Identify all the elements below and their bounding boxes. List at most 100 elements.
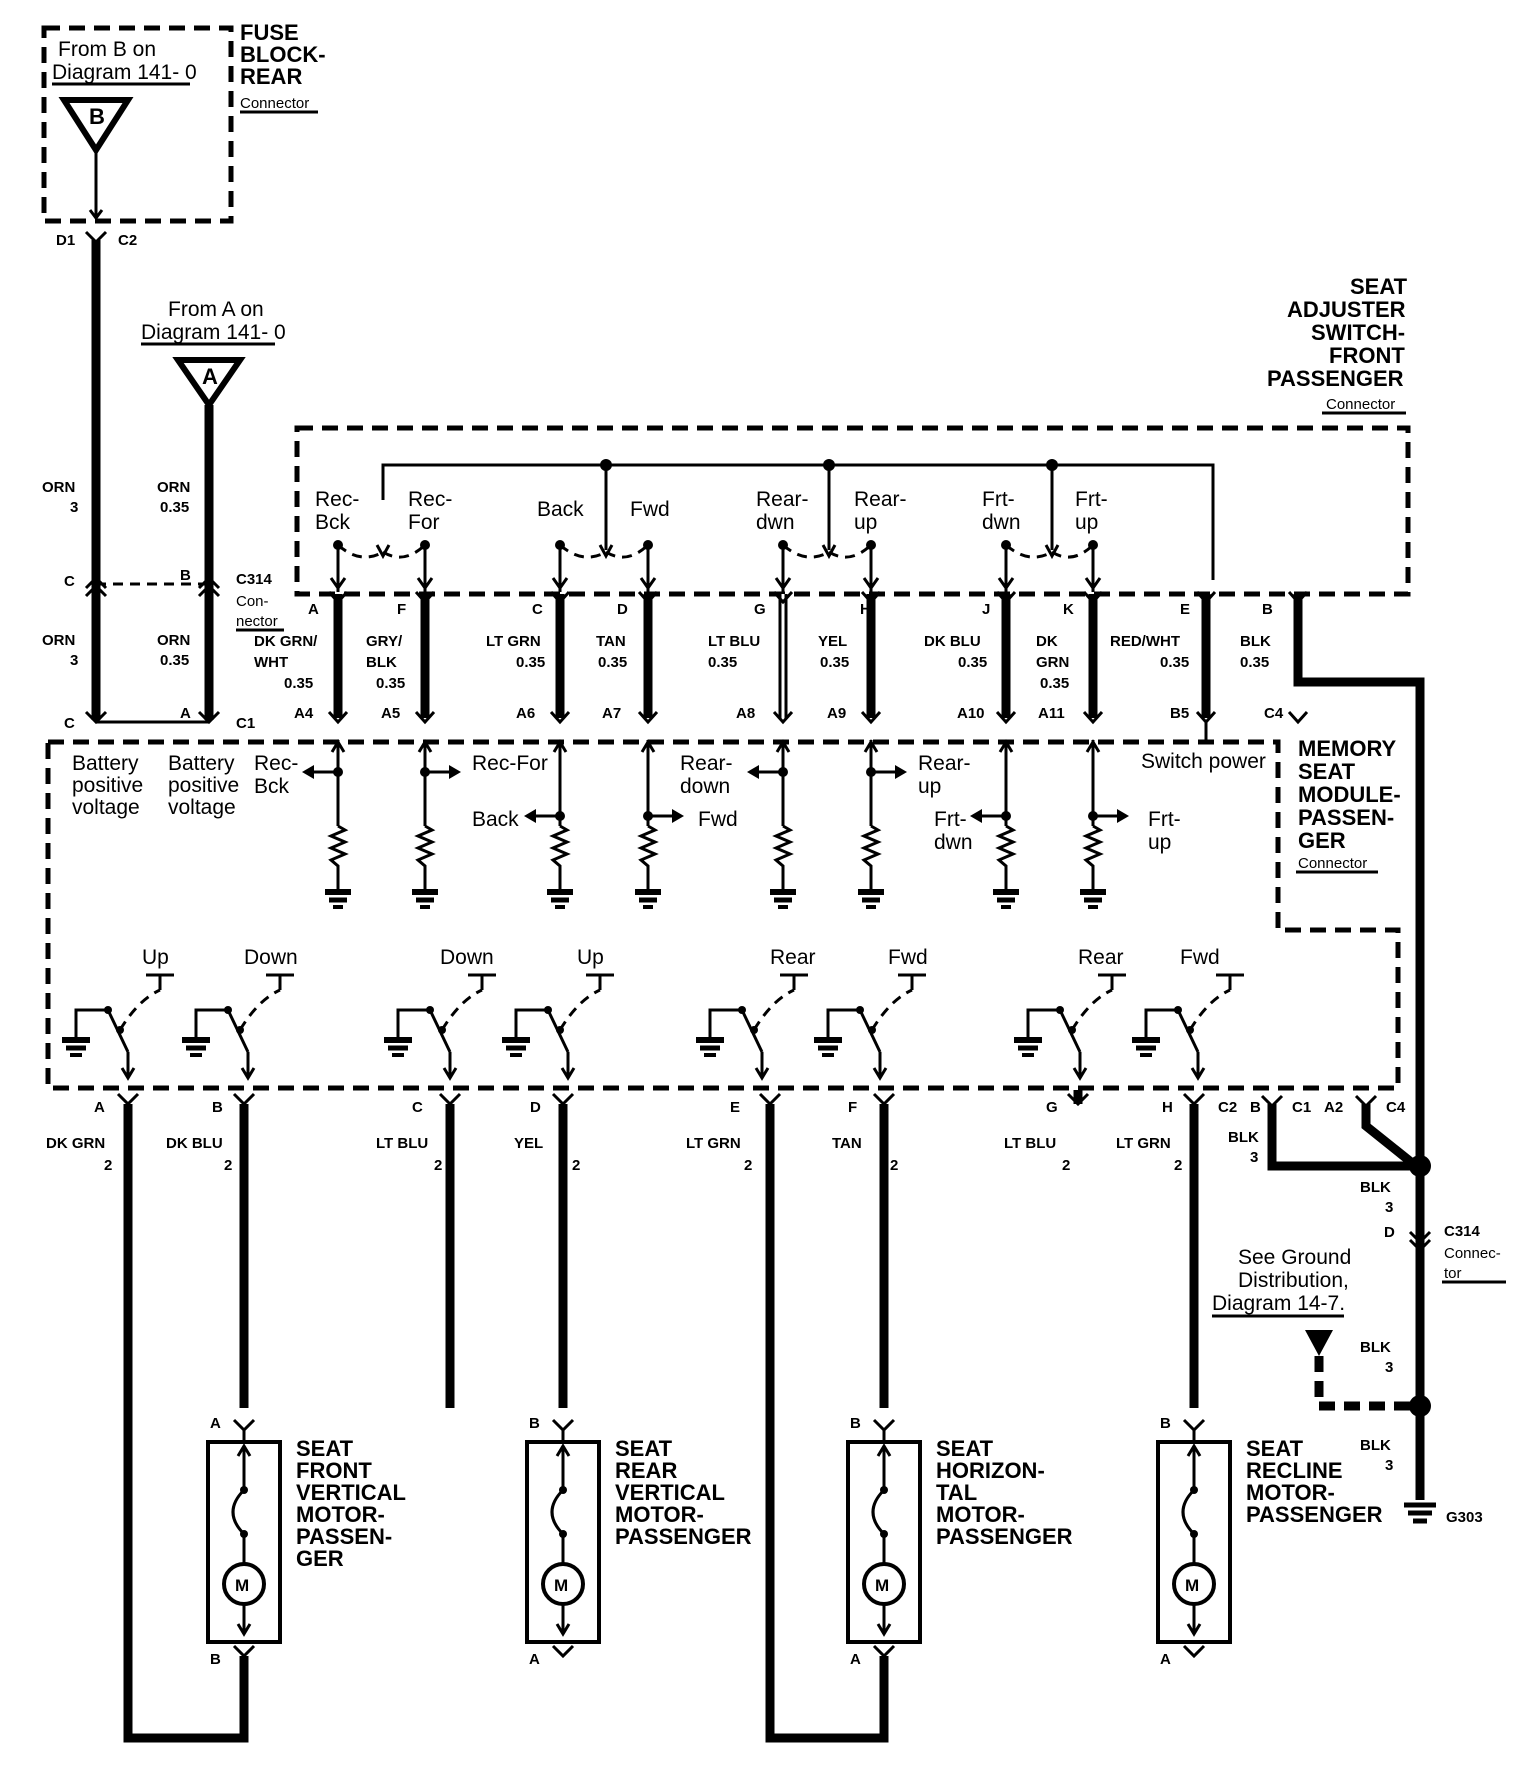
feed-wire-color-3: ORN bbox=[42, 632, 75, 649]
module-input-label: Bck bbox=[254, 775, 290, 798]
switch-contact-7: Frt-dwn bbox=[982, 488, 1053, 592]
switch-wire-top-pin: D bbox=[617, 601, 628, 618]
motor-title-line: VERTICAL bbox=[615, 1480, 725, 1505]
switch-wire-bottom-pin: A4 bbox=[294, 705, 314, 722]
switch-wire-size: 0.35 bbox=[820, 654, 849, 671]
motor-title-line: PASSEN- bbox=[296, 1524, 392, 1549]
module-right-pin-b: B bbox=[1250, 1099, 1261, 1116]
g303-label: G303 bbox=[1446, 1509, 1483, 1526]
switch-wire-size: 0.35 bbox=[516, 654, 545, 671]
module-input-label: Rear- bbox=[680, 752, 733, 775]
switch-wire-bottom-pin: A5 bbox=[381, 705, 400, 722]
motor-title-line: PASSENGER bbox=[615, 1524, 752, 1549]
module-input-label: Frt- bbox=[934, 808, 967, 831]
switch-wire-bottom-pin: C4 bbox=[1264, 705, 1284, 722]
switch-contact-label: Rec- bbox=[408, 488, 452, 511]
relay-label: Fwd bbox=[888, 946, 928, 969]
motor-title-line: MOTOR- bbox=[1246, 1480, 1335, 1505]
feed-wire-size-1: 3 bbox=[70, 499, 78, 516]
switch-wire-top-pin: E bbox=[1180, 601, 1190, 618]
blk-4-color: BLK bbox=[1360, 1437, 1391, 1454]
motor-wire-size: 2 bbox=[1062, 1157, 1070, 1174]
ground-circuit: C2 B C1 A2 C4 BLK 3 BLK 3 D C314 Connec-… bbox=[1212, 660, 1506, 1526]
switch-wire-top-pin: G bbox=[754, 601, 766, 618]
module-input-6: Rear-up bbox=[858, 739, 971, 909]
module-input-2: Rec-For bbox=[412, 739, 548, 909]
relay-2: Down bbox=[182, 946, 298, 1081]
triangle-a-icon bbox=[172, 357, 246, 411]
relay-label: Up bbox=[577, 946, 604, 969]
module-pin-c1: C1 bbox=[236, 715, 255, 732]
fuse-pin-c2: C2 bbox=[118, 232, 137, 249]
switch-wire-color: LT BLU bbox=[708, 633, 760, 650]
module-input-label: Rec- bbox=[254, 752, 298, 775]
relay-7: Rear bbox=[1014, 946, 1126, 1081]
switch-wire-top-pin: C bbox=[532, 601, 543, 618]
motor-bottom-pin: A bbox=[529, 1651, 540, 1668]
switch-wire-bottom-pin: A9 bbox=[827, 705, 846, 722]
feed-wire-color-1: ORN bbox=[42, 479, 75, 496]
from-b-line-2: Diagram 141- 0 bbox=[52, 61, 197, 84]
switch-title-5: PASSENGER bbox=[1267, 366, 1404, 391]
motor-top-pin: B bbox=[850, 1415, 861, 1432]
blk-right-size: 3 bbox=[1385, 1199, 1393, 1216]
module-input-label: Back bbox=[472, 808, 519, 831]
switch-contact-label: Back bbox=[537, 498, 584, 521]
switch-contact-8: Frt-up bbox=[1051, 488, 1108, 592]
c314-bottom-sub-2: tor bbox=[1444, 1265, 1462, 1282]
switch-wire-top-pin: K bbox=[1063, 601, 1074, 618]
motor-wire-pin: A bbox=[94, 1099, 105, 1116]
switch-wire-color: BLK bbox=[1240, 633, 1271, 650]
motor-bottom-pin: A bbox=[1160, 1651, 1171, 1668]
module-input-label: Rec-For bbox=[472, 752, 548, 775]
motor-wire-size: 2 bbox=[890, 1157, 898, 1174]
switch-wire-size: 0.35 bbox=[598, 654, 627, 671]
c314-bottom-pin-d: D bbox=[1384, 1224, 1395, 1241]
switch-contact-label: Fwd bbox=[630, 498, 670, 521]
switch-contact-label: Rear- bbox=[854, 488, 907, 511]
module-input-label: Rear- bbox=[918, 752, 971, 775]
switch-power-label: Switch power bbox=[1141, 750, 1266, 773]
ground-ref-triangle-icon bbox=[1305, 1330, 1333, 1356]
feed-wire-color-4: ORN bbox=[157, 632, 190, 649]
switch-wire-top-pin: F bbox=[397, 601, 406, 618]
relay-8: Fwd bbox=[1132, 946, 1244, 1081]
motor-wire-color: LT BLU bbox=[1004, 1135, 1056, 1152]
module-pin-a: A bbox=[180, 705, 191, 722]
motor-wire-size: 2 bbox=[224, 1157, 232, 1174]
switch-wire-bottom-pin: A6 bbox=[516, 705, 535, 722]
motor-wire-pin: B bbox=[212, 1099, 223, 1116]
c314-pin-c: C bbox=[64, 573, 75, 590]
motor-top-pin: B bbox=[1160, 1415, 1171, 1432]
switch-contact-3: Back bbox=[537, 498, 607, 592]
feed-wire-size-2: 0.35 bbox=[160, 499, 189, 516]
c314-top-connector: C B C314 Con- nector bbox=[64, 567, 284, 632]
module-right-pin-c4: C4 bbox=[1386, 1099, 1406, 1116]
switch-wire-bottom-pin: A10 bbox=[957, 705, 985, 722]
switch-title-3: SWITCH- bbox=[1311, 320, 1405, 345]
blk-right-color: BLK bbox=[1360, 1179, 1391, 1196]
c314-bottom-sub-1: Connec- bbox=[1444, 1245, 1501, 1262]
motor-title-line: TAL bbox=[936, 1480, 977, 1505]
blk-4-size: 3 bbox=[1385, 1457, 1393, 1474]
motor-title-line: VERTICAL bbox=[296, 1480, 406, 1505]
switch-wire-bottom-pin: A7 bbox=[602, 705, 621, 722]
relay-label: Rear bbox=[770, 946, 816, 969]
module-input-4: Fwd bbox=[635, 739, 738, 909]
motor-top-pin: A bbox=[210, 1415, 221, 1432]
blk-left-color: BLK bbox=[1228, 1129, 1259, 1146]
switch-wire-color: LT GRN bbox=[486, 633, 541, 650]
module-pin-c: C bbox=[64, 715, 75, 732]
module-title-4: PASSEN- bbox=[1298, 805, 1394, 830]
feed-wire-size-3: 3 bbox=[70, 652, 78, 669]
module-input-label: Frt- bbox=[1148, 808, 1181, 831]
motor-title-line: SEAT bbox=[1246, 1436, 1304, 1461]
c314-top-sub-2: nector bbox=[236, 613, 278, 630]
